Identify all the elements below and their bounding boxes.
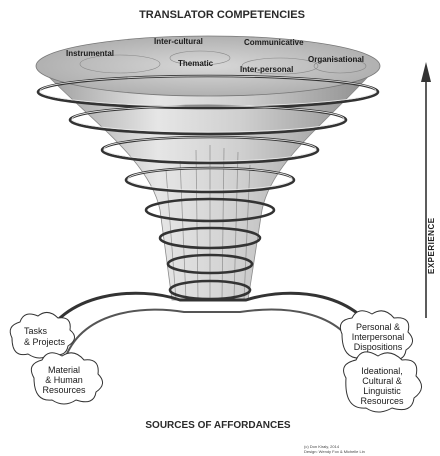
experience-arrow-head <box>421 62 431 82</box>
label-interpersonal: Inter-personal <box>240 65 293 74</box>
source-ideational-line-4: Resources <box>360 396 404 406</box>
source-tasks-line-1: Tasks <box>24 326 48 336</box>
source-tasks-line-2: & Projects <box>24 337 66 347</box>
base-arch-outer <box>40 293 384 348</box>
credit-line-2: Design: Wendy Fox & Michelle Lin <box>304 449 365 454</box>
source-material-line-1: Material <box>48 365 80 375</box>
source-personal-line-3: Dispositions <box>354 342 403 352</box>
source-personal-line-2: Interpersonal <box>352 332 405 342</box>
sources-title: SOURCES OF AFFORDANCES <box>145 420 291 431</box>
label-thematic: Thematic <box>178 59 214 68</box>
source-personal-line-1: Personal & <box>356 322 400 332</box>
source-personal: Personal & Interpersonal Dispositions <box>352 322 405 352</box>
source-ideational: Ideational, Cultural & Linguistic Resour… <box>360 366 404 406</box>
source-material: Material & Human Resources <box>42 365 86 395</box>
experience-label: EXPERIENCE <box>427 217 436 274</box>
diagram-title: TRANSLATOR COMPETENCIES <box>139 9 305 21</box>
source-ideational-line-1: Ideational, <box>361 366 403 376</box>
base-arch-inner <box>66 310 360 356</box>
source-material-line-3: Resources <box>42 385 86 395</box>
source-ideational-line-3: Linguistic <box>363 386 401 396</box>
label-organisational: Organisational <box>308 55 364 64</box>
label-communicative: Communicative <box>244 38 304 47</box>
source-material-line-2: & Human <box>45 375 83 385</box>
source-ideational-line-2: Cultural & <box>362 376 402 386</box>
label-instrumental: Instrumental <box>66 49 114 58</box>
label-intercultural: Inter-cultural <box>154 37 203 46</box>
